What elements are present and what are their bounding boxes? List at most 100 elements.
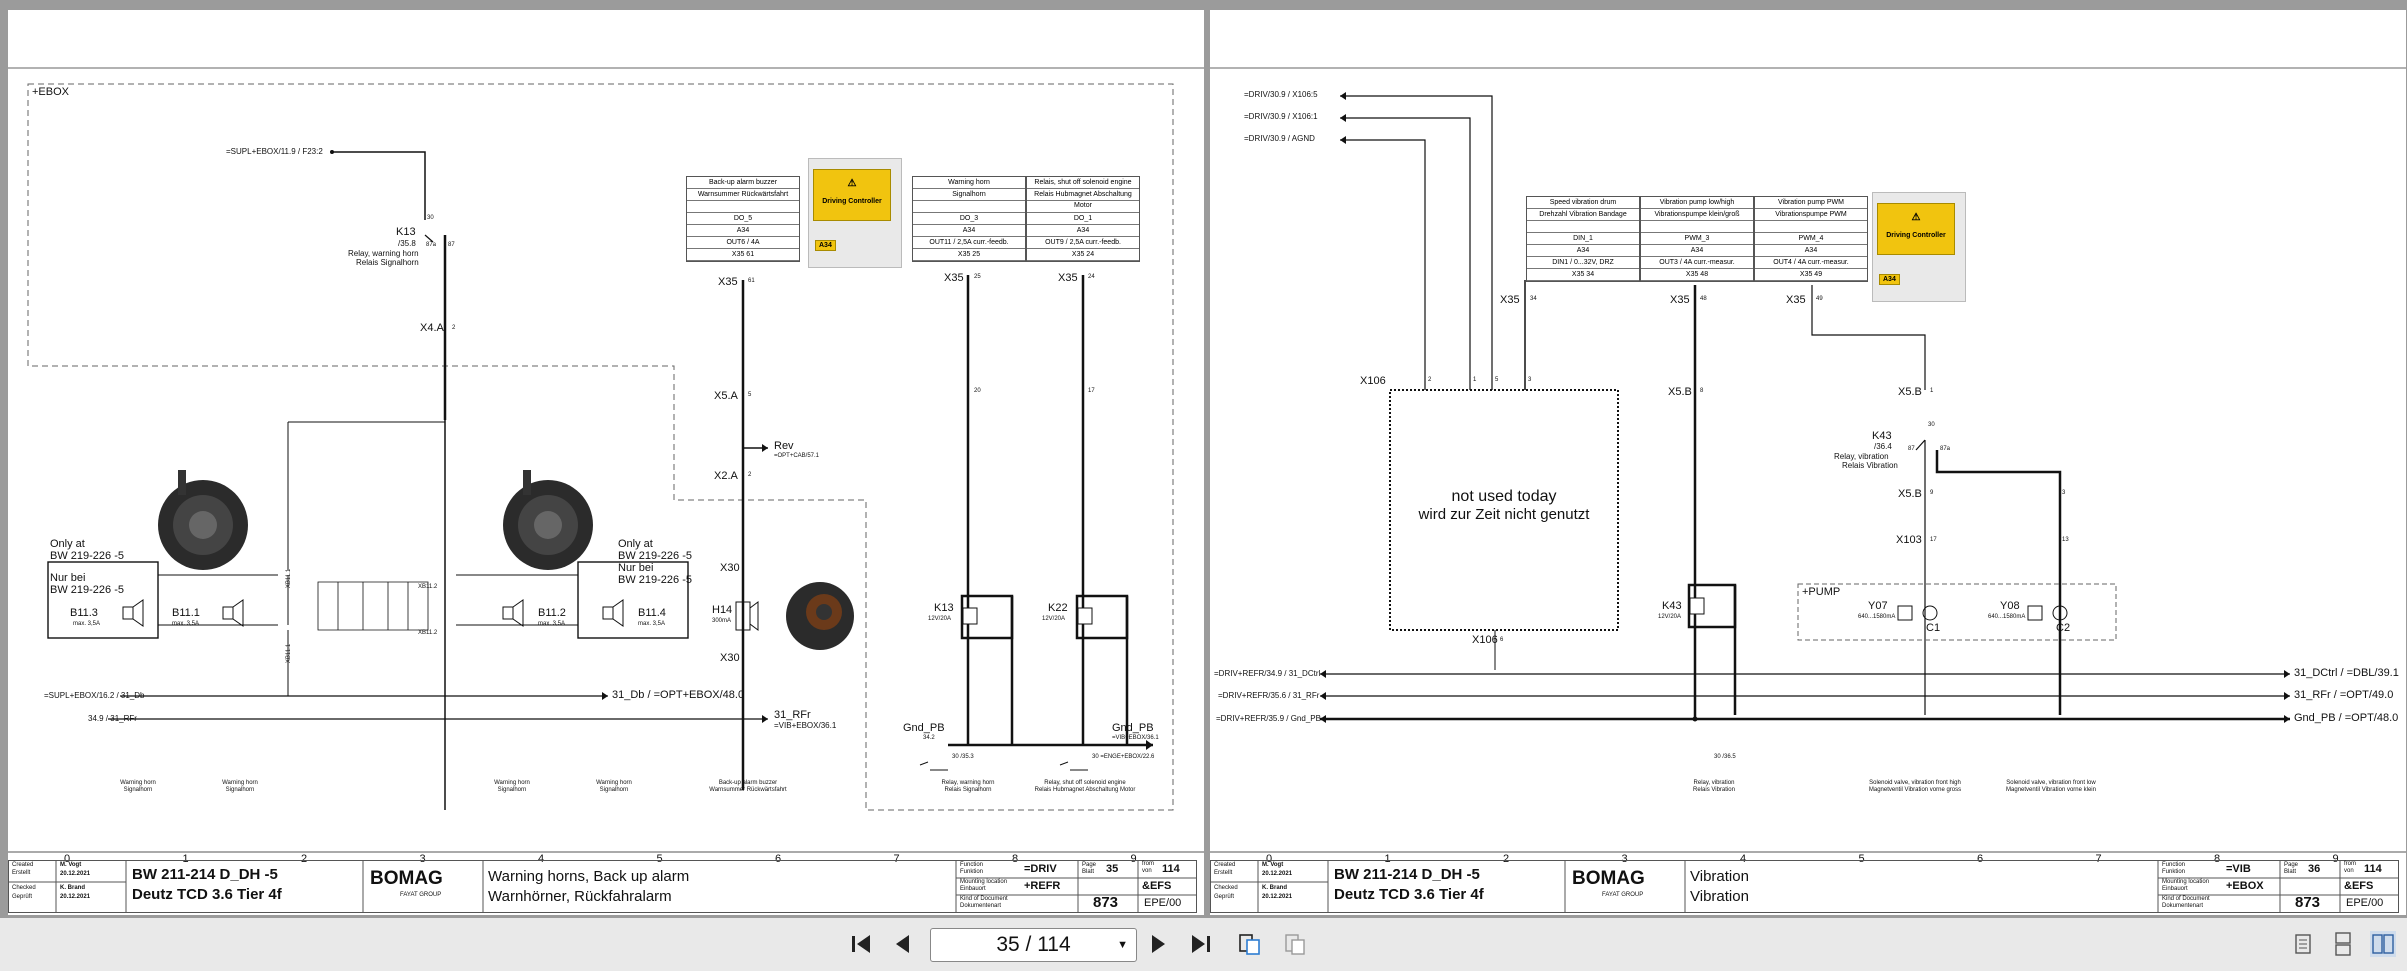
tb-created-by: M. Vogt	[60, 862, 82, 868]
pin-x106-1: 1	[1473, 377, 1477, 383]
schematic-page-left: ⚠Driving Controller A34 Back-up alarm bu…	[8, 10, 1204, 915]
column-number: 2	[301, 853, 308, 865]
label-c2: C2	[2056, 622, 2071, 634]
bomag-logo-sub: FAYAT GROUP	[1602, 892, 1644, 898]
two-page-icon[interactable]	[2370, 931, 2396, 957]
box-row: A34	[1641, 245, 1753, 257]
ref-f23: =SUPL+EBOX/11.9 / F23:2	[226, 147, 323, 156]
box-row: Signalhorn	[913, 189, 1025, 201]
column-number: 1	[1384, 853, 1391, 865]
pin-87a: 87a	[426, 242, 437, 248]
bus-rfr-right: 31_RFr / =OPT/49.0	[2294, 689, 2394, 701]
box-row: DIN_1	[1527, 233, 1639, 245]
bus-gnd-right: Gnd_PB / =OPT/48.0	[2294, 712, 2399, 724]
rotate-icon[interactable]	[1236, 931, 1262, 957]
box-row: OUT11 / 2,5A curr.-feedb.	[913, 237, 1025, 249]
label-xb111-bot: XB11.1	[286, 643, 293, 664]
wiring-diagram-right	[1210, 67, 2406, 853]
tb-code: EPE/00	[2346, 897, 2384, 909]
page-number-select[interactable]: 35 / 114▼	[930, 928, 1137, 962]
label-y07: Y07	[1868, 600, 1888, 612]
prev-page-icon[interactable]	[890, 931, 916, 957]
label-x35-a: X35	[1500, 294, 1520, 306]
column-number: 1	[182, 853, 189, 865]
box-row: Relais, shut off solenoid engine	[1027, 177, 1139, 189]
column-number: 6	[1977, 853, 1984, 865]
label-k13-ref: /35.8	[398, 239, 416, 248]
column-number: 8	[1012, 853, 1019, 865]
bus-gnd-left: =DRIV+REFR/35.9 / Gnd_PB	[1216, 714, 1321, 723]
tb-function-label: Function	[2162, 862, 2186, 868]
tb-checked-label-de: Geprüft	[12, 894, 33, 900]
pin-13: 13	[2062, 537, 2069, 543]
only-at-left-1: Only at	[50, 538, 85, 550]
label-x5b-left: X5.B	[1668, 386, 1692, 398]
tb-doc-kind-label: Kind of Document	[960, 896, 1008, 902]
box-row: A34	[687, 225, 799, 237]
label-gndpb-left-ref: 34.2	[923, 735, 935, 741]
box-row: OUT4 / 4A curr.-measur.	[1755, 257, 1867, 269]
box-row: A34	[1027, 225, 1139, 237]
label-b112: B11.2	[538, 607, 566, 619]
box-row	[1641, 221, 1753, 233]
column-number: 0	[64, 853, 71, 865]
box-row: PWM_3	[1641, 233, 1753, 245]
continuous-icon[interactable]	[2330, 931, 2356, 957]
box-row: Warnsummer Rückwärtsfahrt	[687, 189, 799, 201]
box-row: X35 25	[913, 249, 1025, 261]
tb-mounting-label: Mounting location	[2162, 879, 2210, 885]
tb-code: EPE/00	[1144, 897, 1182, 909]
last-page-icon[interactable]	[1188, 931, 1214, 957]
ref-x106-5: =DRIV/30.9 / X106:5	[1244, 90, 1318, 99]
tb-created-label: Created	[1214, 862, 1236, 868]
tb-model: BW 211-214 D_DH -5	[132, 866, 278, 883]
tb-number: 873	[2295, 894, 2321, 911]
box-row: Vibrationspumpe PWM	[1755, 209, 1867, 221]
column-number: 9	[2332, 853, 2339, 865]
copy-icon[interactable]	[1282, 931, 1308, 957]
box-row	[1755, 221, 1867, 233]
box-row	[1027, 201, 1139, 213]
pin-x106-3: 3	[1528, 377, 1532, 383]
pin-x5b-mid: 9	[1930, 490, 1934, 496]
tb-mounting-label: Mounting location	[960, 879, 1008, 885]
label-k22-val: 12V/20A	[1042, 616, 1066, 622]
tb-checked-label: Checked	[1214, 885, 1238, 891]
box-row: X35 48	[1641, 269, 1753, 281]
tb-function: =DRIV	[1024, 863, 1057, 875]
pin-x5b-left: 8	[1700, 388, 1704, 394]
pin-x35-c: 24	[1088, 274, 1095, 280]
not-used-de: wird zur Zeit nicht genutzt	[1418, 506, 1590, 523]
pin-x103: 17	[1930, 537, 1937, 543]
pin-3: 3	[2062, 490, 2066, 496]
single-page-icon[interactable]	[2290, 931, 2316, 957]
tb-doc-kind-label-de: Dokumentenart	[2162, 903, 2204, 909]
pin-30: 30	[427, 215, 434, 221]
pin-x106-2: 2	[1428, 377, 1432, 383]
only-at-right-4: BW 219-226 -5	[618, 574, 692, 586]
label-xb111-top: XB11.1	[286, 568, 293, 589]
tb-function-label-de: Funktion	[960, 869, 984, 875]
label-x35-c: X35	[1786, 294, 1806, 306]
tb-created-date: 20.12.2021	[60, 871, 91, 877]
only-at-left-4: BW 219-226 -5	[50, 584, 124, 596]
label-x35-b: X35	[944, 272, 964, 284]
tb-engine: Deutz TCD 3.6 Tier 4f	[1334, 886, 1484, 903]
column-number: 4	[538, 853, 545, 865]
label-x30-bot: X30	[720, 652, 740, 664]
label-xb112-top: XB11.2	[418, 584, 438, 590]
bus-dctrl-left: =DRIV+REFR/34.9 / 31_DCtrl	[1214, 669, 1321, 678]
first-page-icon[interactable]	[848, 931, 874, 957]
label-x35-a: X35	[718, 276, 738, 288]
frame-label: +EBOX	[32, 86, 69, 98]
tb-mounting-label-de: Einbauort	[2162, 886, 2188, 892]
box-row: X35 34	[1527, 269, 1639, 281]
tb-function-label: Function	[960, 862, 984, 868]
box-row: OUT3 / 4A curr.-measur.	[1641, 257, 1753, 269]
tb-created-by: M. Vogt	[1262, 862, 1284, 868]
next-page-icon[interactable]	[1145, 931, 1171, 957]
